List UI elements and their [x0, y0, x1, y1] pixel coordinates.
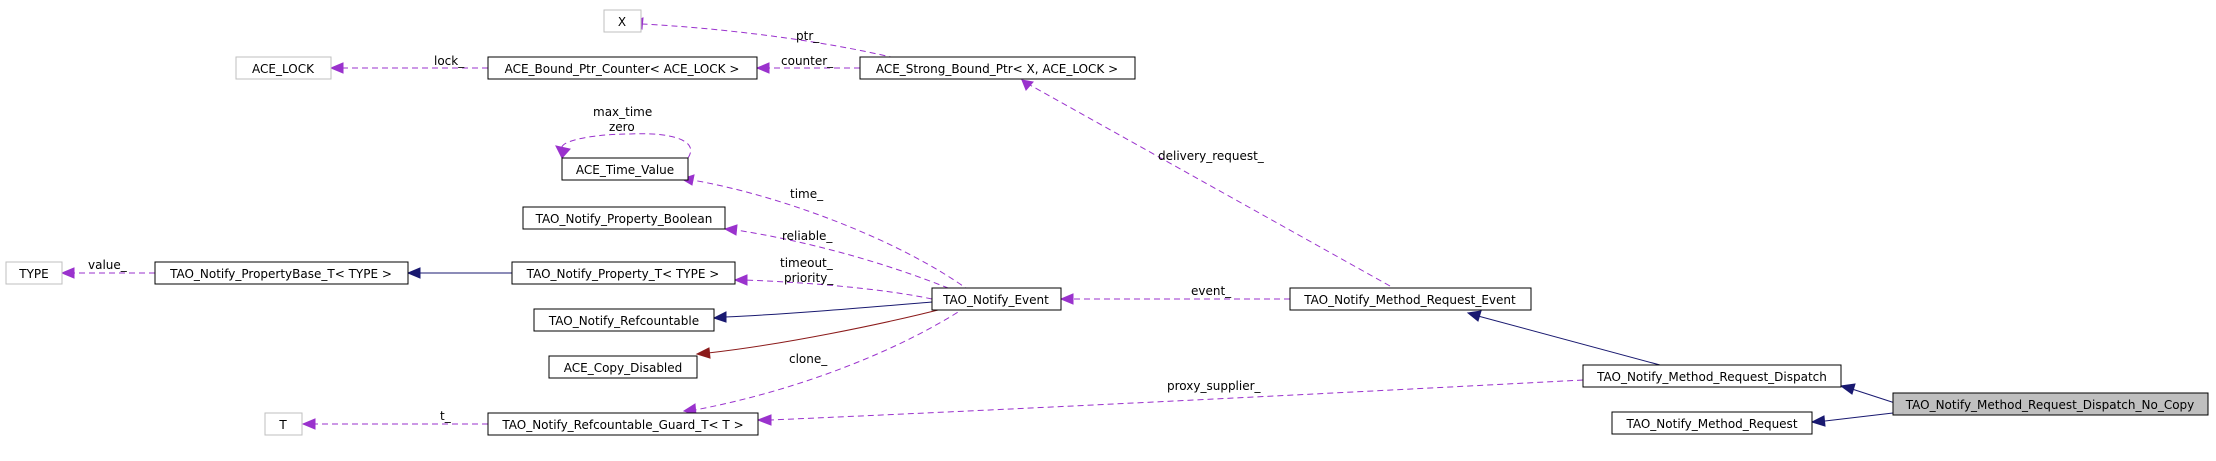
edge-label-delivery-request: delivery_request_ [1158, 149, 1265, 163]
node-method-request[interactable]: TAO_Notify_Method_Request [1611, 411, 1813, 435]
node-bound-ptr-counter[interactable]: ACE_Bound_Ptr_Counter< ACE_LOCK > [487, 56, 758, 80]
node-type-label: TYPE [18, 267, 48, 281]
edge-label-proxy-supplier: proxy_supplier_ [1167, 379, 1262, 393]
edge-proxy-supplier [769, 379, 1584, 421]
node-method-request-event-label: TAO_Notify_Method_Request_Event [1303, 293, 1516, 307]
arrowhead-delivery-request [1021, 79, 1034, 91]
edge-label-event: event_ [1191, 284, 1232, 298]
edge-timeout-priority [744, 279, 933, 300]
edge-clone [694, 306, 967, 411]
node-x-label: X [618, 15, 626, 29]
edge-label-clone: clone_ [789, 352, 828, 366]
node-refcountable-label: TAO_Notify_Refcountable [548, 314, 699, 328]
edge-no-copy-inherits-method-request [1824, 412, 1894, 422]
nodes: X ACE_LOCK ACE_Bound_Ptr_Counter< ACE_LO… [5, 9, 2209, 436]
arrowhead-method-request-dispatch [1839, 383, 1856, 395]
edge-reliable [735, 229, 959, 293]
node-refcountable-guard-label: TAO_Notify_Refcountable_Guard_T< T > [501, 418, 743, 432]
node-type[interactable]: TYPE [5, 261, 63, 285]
arrowhead-refcountable [712, 311, 727, 323]
node-bound-ptr-counter-label: ACE_Bound_Ptr_Counter< ACE_LOCK > [505, 62, 740, 76]
node-refcountable-guard[interactable]: TAO_Notify_Refcountable_Guard_T< T > [487, 412, 759, 436]
arrowhead-proxy-supplier [756, 414, 772, 426]
arrowhead-time-value-self [555, 145, 571, 159]
node-t[interactable]: T [264, 412, 303, 436]
arrowhead-event [1059, 293, 1074, 305]
arrowhead-lock [329, 62, 344, 74]
node-dispatch-no-copy-label: TAO_Notify_Method_Request_Dispatch_No_Co… [1905, 398, 2195, 412]
edge-label-time: time_ [790, 187, 824, 201]
arrowhead-value [60, 267, 75, 279]
node-strong-bound-ptr[interactable]: ACE_Strong_Bound_Ptr< X, ACE_LOCK > [859, 56, 1136, 80]
node-method-request-dispatch[interactable]: TAO_Notify_Method_Request_Dispatch [1582, 364, 1842, 388]
node-property-boolean[interactable]: TAO_Notify_Property_Boolean [522, 206, 726, 230]
node-event[interactable]: TAO_Notify_Event [931, 287, 1062, 311]
edge-ptr [641, 23, 896, 59]
node-copy-disabled-label: ACE_Copy_Disabled [564, 361, 683, 375]
node-event-label: TAO_Notify_Event [942, 293, 1049, 307]
edge-time [691, 179, 971, 292]
arrowhead-request-event [1466, 310, 1482, 322]
arrowhead-reliable [723, 224, 738, 236]
node-copy-disabled[interactable]: ACE_Copy_Disabled [548, 355, 698, 379]
arrowhead-timeout-priority [733, 274, 748, 286]
edge-no-copy-inherits-dispatch [1851, 388, 1896, 404]
edge-dispatch-inherits-request-event [1477, 315, 1661, 366]
node-method-request-event[interactable]: TAO_Notify_Method_Request_Event [1289, 287, 1532, 311]
arrowhead-t [301, 418, 316, 430]
node-property-t[interactable]: TAO_Notify_Property_T< TYPE > [511, 261, 736, 285]
edge-label-counter: counter_ [781, 54, 834, 68]
edge-label-priority: priority_ [784, 271, 834, 285]
edge-time-value-self [561, 133, 691, 159]
node-x[interactable]: X [603, 9, 642, 33]
node-ace-lock-label: ACE_LOCK [252, 62, 315, 76]
node-time-value-label: ACE_Time_Value [576, 163, 674, 177]
arrowhead-counter [755, 62, 770, 74]
edge-label-lock: lock_ [434, 54, 465, 68]
edge-label-reliable: reliable_ [782, 229, 833, 243]
node-property-t-label: TAO_Notify_Property_T< TYPE > [526, 267, 720, 281]
node-property-boolean-label: TAO_Notify_Property_Boolean [535, 212, 713, 226]
edge-delivery-request [1029, 84, 1391, 287]
node-time-value[interactable]: ACE_Time_Value [561, 157, 689, 181]
node-property-base-label: TAO_Notify_PropertyBase_T< TYPE > [169, 267, 392, 281]
node-method-request-label: TAO_Notify_Method_Request [1625, 417, 1797, 431]
edge-event-inherits-refcountable [724, 301, 933, 318]
arrowhead-property-base [406, 267, 421, 279]
edges: ptr_ counter_ lock_ max_time zero delive… [60, 17, 1896, 430]
node-refcountable[interactable]: TAO_Notify_Refcountable [533, 308, 715, 332]
node-method-request-dispatch-label: TAO_Notify_Method_Request_Dispatch [1596, 370, 1827, 384]
edge-label-value: value_ [88, 258, 128, 272]
node-ace-lock[interactable]: ACE_LOCK [235, 56, 332, 80]
edge-label-ptr: ptr_ [796, 29, 820, 43]
node-t-label: T [278, 418, 287, 432]
edge-event-inherits-copy-disabled [707, 306, 951, 354]
edge-label-max-time: max_time [593, 105, 652, 119]
edge-label-zero: zero [609, 120, 635, 134]
arrowhead-method-request [1810, 415, 1826, 427]
node-strong-bound-ptr-label: ACE_Strong_Bound_Ptr< X, ACE_LOCK > [876, 62, 1118, 76]
edge-label-timeout: timeout_ [780, 256, 834, 270]
arrowhead-copy-disabled [695, 347, 711, 359]
node-dispatch-no-copy[interactable]: TAO_Notify_Method_Request_Dispatch_No_Co… [1892, 392, 2209, 416]
edge-label-t: t_ [440, 409, 452, 423]
node-property-base[interactable]: TAO_Notify_PropertyBase_T< TYPE > [154, 261, 409, 285]
